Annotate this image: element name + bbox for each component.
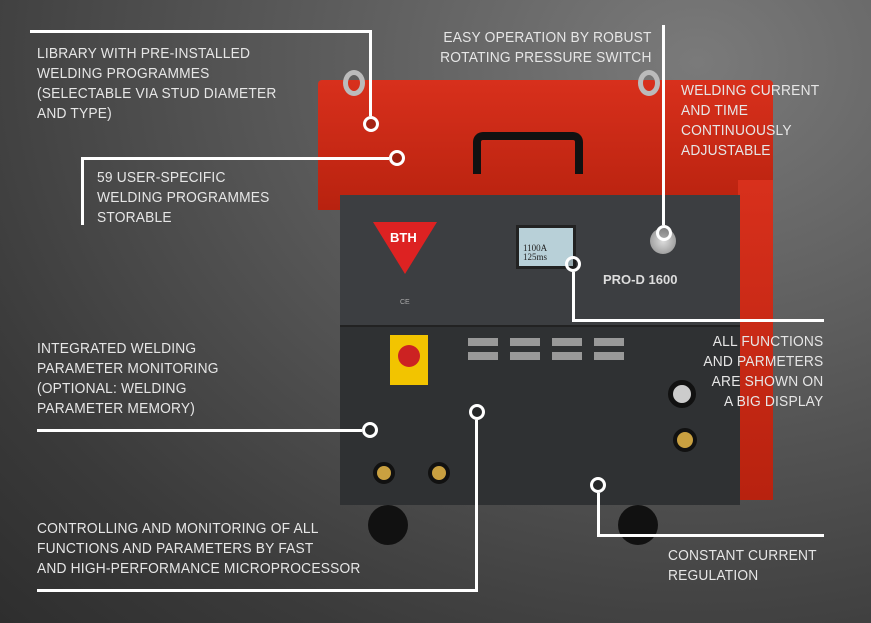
carry-handle — [473, 132, 583, 174]
lcd-time: 125ms — [523, 252, 548, 262]
main-switch[interactable] — [390, 335, 428, 385]
callout-line — [30, 30, 372, 33]
callout-line — [662, 25, 665, 225]
callout-line — [597, 534, 824, 537]
wheel-right — [618, 505, 658, 545]
lifting-eye-left — [343, 70, 365, 96]
socket-left — [373, 462, 395, 484]
socket-gun — [668, 380, 696, 408]
housing-side — [738, 180, 773, 500]
button-grid[interactable] — [468, 338, 633, 364]
wheel-left — [368, 505, 408, 545]
callout-dot — [362, 422, 378, 438]
socket-right — [428, 462, 450, 484]
socket-control — [673, 428, 697, 452]
callout-line — [572, 272, 575, 321]
callout-dot — [389, 150, 405, 166]
callout-line — [369, 30, 372, 116]
callout-line — [37, 429, 362, 432]
callout-dot — [469, 404, 485, 420]
brand-logo-text: BTH — [390, 230, 417, 245]
ce-mark: CE — [400, 299, 410, 306]
callout-line — [475, 420, 478, 592]
housing-top — [318, 80, 773, 210]
lifting-eye-right — [638, 70, 660, 96]
callout-dot — [565, 256, 581, 272]
callout-line — [572, 319, 824, 322]
callout-line — [81, 157, 84, 225]
callout-line — [597, 493, 600, 537]
callout-dot — [590, 477, 606, 493]
lcd-current: 1100A — [523, 243, 548, 253]
callout-line — [81, 157, 389, 160]
brand-logo — [373, 222, 437, 274]
welding-machine: BTH 1100A 125ms PRO-D 1600 CE — [318, 70, 773, 545]
callout-line — [37, 589, 478, 592]
model-label: PRO-D 1600 — [603, 272, 678, 287]
callout-dot — [656, 225, 672, 241]
callout-dot — [363, 116, 379, 132]
